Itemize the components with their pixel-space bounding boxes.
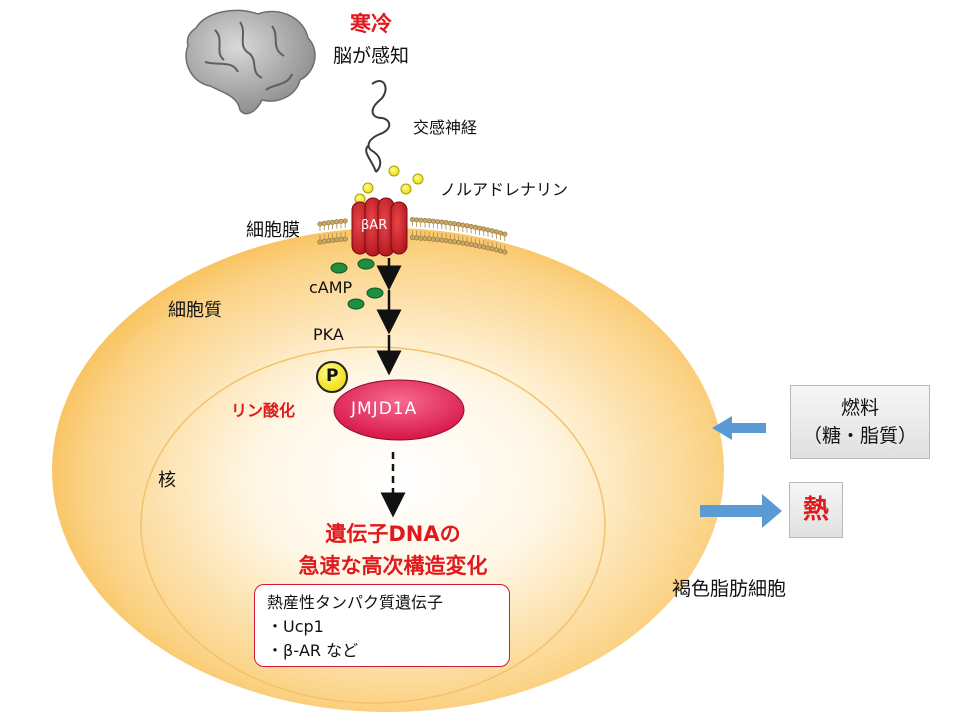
lipid-head xyxy=(472,242,478,248)
camp-molecules xyxy=(330,258,384,310)
lipid-head xyxy=(485,245,491,251)
heat-box: 熱 xyxy=(789,482,843,538)
lipid-head xyxy=(426,236,432,242)
lipid-head xyxy=(447,220,453,226)
phosphate-circle xyxy=(316,361,348,393)
brain-icon xyxy=(185,9,316,115)
lipid-head xyxy=(498,248,504,254)
lipid-head xyxy=(321,220,327,226)
sympathetic-nerve-fiber xyxy=(367,80,391,173)
sympathetic-nerve-label: 交感神経 xyxy=(413,118,478,137)
lipid-head xyxy=(330,237,336,243)
receptor-label: βAR xyxy=(361,218,388,233)
cell-membrane-label: 細胞膜 xyxy=(246,220,300,241)
lipid-head xyxy=(338,236,344,242)
lipid-head xyxy=(418,217,424,223)
lipid-head xyxy=(489,228,495,234)
cytoplasm-label: 細胞質 xyxy=(168,300,222,321)
lipid-head xyxy=(409,217,415,223)
lipid-head xyxy=(414,235,420,241)
lipid-head xyxy=(481,226,487,232)
jmjd1a-enzyme-shape xyxy=(333,379,465,441)
lipid-head xyxy=(443,220,449,226)
lipid-head xyxy=(342,236,348,242)
pka-label: PKA xyxy=(313,325,344,344)
noradrenaline-molecules xyxy=(354,165,424,205)
lipid-head xyxy=(477,243,483,249)
phosphate-label: P xyxy=(326,366,339,386)
jmjd1a-label: JMJD1A xyxy=(351,399,418,419)
fuel-sublabel: （糖・脂質） xyxy=(802,425,917,447)
brown-fat-cell xyxy=(52,228,724,712)
brain-senses-label: 脳が感知 xyxy=(333,45,410,67)
fuel-label: 燃料 xyxy=(840,397,879,419)
cell-name-label: 褐色脂肪細胞 xyxy=(672,578,787,600)
nucleus-boundary xyxy=(140,346,606,704)
lipid-head xyxy=(330,219,336,225)
cell-membrane-bilayer xyxy=(317,217,508,255)
fuel-in-arrow xyxy=(712,416,766,440)
lipid-head xyxy=(493,229,499,235)
lipid-head xyxy=(338,218,344,224)
lipid-head xyxy=(422,218,428,224)
lipid-head xyxy=(430,236,436,242)
lipid-head xyxy=(443,238,449,244)
lipid-head xyxy=(435,237,441,243)
gene-item-2: ・β-AR など xyxy=(267,641,359,660)
lipid-head xyxy=(325,220,331,226)
lipid-head xyxy=(414,217,420,223)
lipid-head xyxy=(502,249,508,255)
lipid-head xyxy=(334,237,340,243)
lipid-head xyxy=(460,240,466,246)
outcome-line-2: 急速な高次構造変化 xyxy=(298,554,488,578)
lipid-head xyxy=(334,219,340,225)
lipid-head xyxy=(325,238,331,244)
lipid-head xyxy=(456,221,462,227)
lipid-head xyxy=(456,239,462,245)
lipid-head xyxy=(489,246,495,252)
genes-box: 熱産性タンパク質遺伝子 ・Ucp1 ・β-AR など xyxy=(254,584,510,667)
lipid-head xyxy=(472,224,478,230)
lipid-head xyxy=(342,218,348,224)
lipid-head xyxy=(317,221,323,227)
beta-adrenergic-receptor xyxy=(351,197,408,257)
heat-label: 熱 xyxy=(802,495,829,525)
lipid-head xyxy=(464,241,470,247)
lipid-head xyxy=(426,218,432,224)
lipid-head xyxy=(447,238,453,244)
lipid-head xyxy=(464,223,470,229)
lipid-head xyxy=(485,227,491,233)
lipid-head xyxy=(409,235,415,241)
lipid-head xyxy=(439,219,445,225)
heat-out-arrow xyxy=(700,494,782,528)
camp-label: cAMP xyxy=(309,278,353,297)
lipid-head xyxy=(468,242,474,248)
lipid-head xyxy=(468,224,474,230)
lipid-head xyxy=(498,230,504,236)
genes-box-title: 熱産性タンパク質遺伝子 xyxy=(267,593,444,612)
nucleus-label: 核 xyxy=(158,470,176,491)
noradrenaline-label: ノルアドレナリン xyxy=(440,180,569,199)
signaling-arrows xyxy=(376,258,406,518)
lipid-head xyxy=(451,239,457,245)
fuel-box: 燃料 （糖・脂質） xyxy=(790,385,930,459)
lipid-head xyxy=(435,219,441,225)
cold-label: 寒冷 xyxy=(350,12,392,36)
outcome-line-1: 遺伝子DNAの xyxy=(325,522,461,546)
lipid-head xyxy=(430,218,436,224)
lipid-head xyxy=(477,225,483,231)
lipid-head xyxy=(460,222,466,228)
lipid-head xyxy=(451,221,457,227)
lipid-head xyxy=(321,238,327,244)
lipid-head xyxy=(418,235,424,241)
lipid-head xyxy=(493,247,499,253)
phosphorylation-label: リン酸化 xyxy=(231,401,296,420)
lipid-head xyxy=(317,239,323,245)
lipid-head xyxy=(439,237,445,243)
lipid-head xyxy=(481,244,487,250)
lipid-head xyxy=(502,231,508,237)
lipid-head xyxy=(422,236,428,242)
gene-item-1: ・Ucp1 xyxy=(267,617,324,636)
